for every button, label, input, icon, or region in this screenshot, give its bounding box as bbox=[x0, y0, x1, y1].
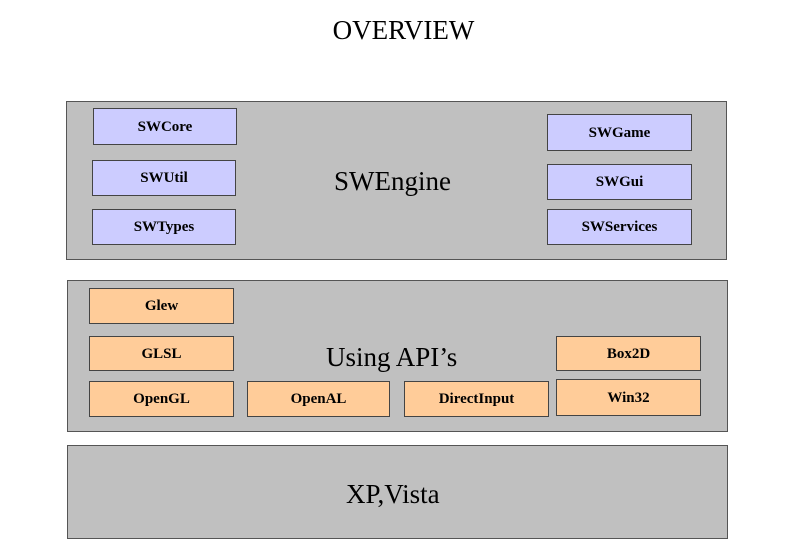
module-swcore: SWCore bbox=[93, 108, 237, 145]
module-swgame: SWGame bbox=[547, 114, 692, 151]
api-box2d: Box2D bbox=[556, 336, 701, 371]
api-openal: OpenAL bbox=[247, 381, 390, 417]
page-title: OVERVIEW bbox=[332, 15, 475, 45]
api-glsl: GLSL bbox=[89, 336, 234, 371]
os-layer: XP,Vista bbox=[67, 445, 728, 539]
api-opengl: OpenGL bbox=[89, 381, 234, 417]
api-glew: Glew bbox=[89, 288, 234, 324]
swengine-layer: SWEngine SWCore SWUtil SWTypes SWGame SW… bbox=[66, 101, 727, 260]
api-label: Using API’s bbox=[326, 342, 458, 372]
os-label: XP,Vista bbox=[346, 479, 440, 509]
module-swutil: SWUtil bbox=[92, 160, 236, 196]
module-swtypes: SWTypes bbox=[92, 209, 236, 245]
api-directinput: DirectInput bbox=[404, 381, 549, 417]
module-swservices: SWServices bbox=[547, 209, 692, 245]
module-swgui: SWGui bbox=[547, 164, 692, 200]
api-layer: Using API’s Glew GLSL OpenGL OpenAL Dire… bbox=[67, 280, 728, 432]
swengine-label: SWEngine bbox=[334, 166, 451, 196]
api-win32: Win32 bbox=[556, 379, 701, 416]
